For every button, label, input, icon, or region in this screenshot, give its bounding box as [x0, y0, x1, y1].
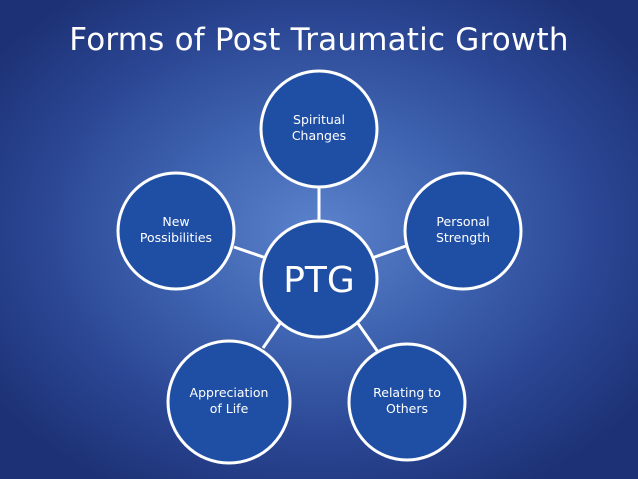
- connector-new-possibilities: [233, 245, 267, 260]
- node-relating-to-others-line-1: Relating to: [373, 385, 441, 400]
- connector-personal-strength: [371, 244, 407, 260]
- center-node-ptg: PTG: [259, 219, 379, 339]
- node-relating-to-others: Relating to Others: [347, 342, 467, 462]
- slide-title: Forms of Post Traumatic Growth: [69, 22, 569, 58]
- node-new-possibilities: New Possibilities: [116, 171, 236, 291]
- node-personal-strength-line-1: Personal: [436, 214, 489, 229]
- node-spiritual-changes-line-1: Spiritual: [293, 112, 345, 127]
- node-spiritual-changes: Spiritual Changes: [259, 69, 379, 189]
- node-personal-strength: Personal Strength: [403, 171, 523, 291]
- center-label: PTG: [283, 260, 355, 301]
- node-appreciation-of-life-line-2: of Life: [210, 401, 249, 416]
- node-personal-strength-line-2: Strength: [436, 230, 490, 245]
- node-appreciation-of-life: Appreciation of Life: [166, 339, 292, 465]
- connector-appreciation-of-life: [261, 321, 283, 349]
- node-new-possibilities-line-1: New: [162, 214, 189, 229]
- node-appreciation-of-life-line-1: Appreciation: [190, 385, 269, 400]
- node-relating-to-others-line-2: Others: [386, 401, 428, 416]
- connector-relating-to-others: [355, 321, 380, 353]
- node-spiritual-changes-line-2: Changes: [292, 128, 346, 143]
- node-new-possibilities-line-2: Possibilities: [140, 230, 212, 245]
